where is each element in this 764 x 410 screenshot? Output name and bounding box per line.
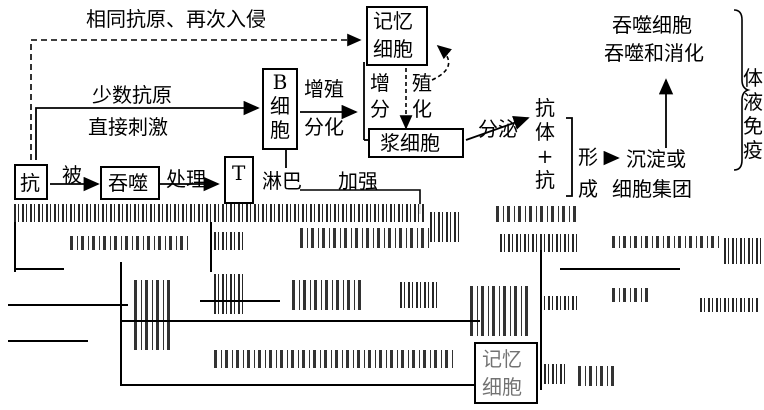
scrambled-line <box>8 340 88 342</box>
label-process: 处理 <box>166 167 206 191</box>
memory-cell-bottom-line1: 记忆 <box>482 347 522 371</box>
scrambled-line <box>14 268 64 270</box>
memory-cell-bottom-line2: 细胞 <box>482 375 522 399</box>
b-cell-box <box>262 68 298 150</box>
noise-band <box>540 296 580 310</box>
humoral-char-2: 液 <box>743 90 763 114</box>
label-direct-stimulus: 直接刺激 <box>88 115 168 139</box>
noise-band <box>292 280 362 310</box>
scrambled-line <box>200 300 280 302</box>
noise-band <box>700 298 760 312</box>
label-phagocytose: 吞噬 <box>108 171 148 195</box>
label-differentiate: 分化 <box>304 115 344 139</box>
noise-band <box>612 236 722 248</box>
scrambled-line <box>560 268 680 270</box>
b-cell-xi: 细 <box>270 94 290 118</box>
reinvade-dashed-arrow <box>30 33 362 160</box>
t-cell-box <box>224 156 254 204</box>
memory-cell-box-top <box>366 6 428 66</box>
label-few-antigen: 少数抗原 <box>92 83 172 107</box>
label-proliferate: 增殖 <box>304 77 344 101</box>
noise-band <box>612 288 652 302</box>
b-cell-label: B 细 胞 <box>262 70 298 142</box>
label-xing: 形 <box>578 145 598 169</box>
plasma-cell-box <box>368 128 464 158</box>
memory-self-loop <box>431 44 452 81</box>
label-secrete: 分泌 <box>478 117 518 141</box>
label-phagocyte: 吞噬细胞 <box>612 13 692 37</box>
humoral-char-4: 疫 <box>743 138 763 162</box>
noise-band <box>134 280 174 350</box>
form-bracket <box>566 117 573 197</box>
humoral-brace <box>733 9 751 171</box>
label-phagocytose-digest: 吞噬和消化 <box>604 41 704 65</box>
label-cheng: 成 <box>578 177 598 201</box>
phagocyte-box <box>100 166 160 200</box>
noise-band <box>300 228 430 248</box>
noise-band <box>214 232 244 250</box>
label-bei: 被 <box>62 163 82 187</box>
label-strengthen: 加强 <box>338 169 378 193</box>
humoral-char-3: 免 <box>743 114 763 138</box>
memory-cell-box-bottom <box>474 342 538 404</box>
noise-band <box>214 274 244 314</box>
scrambled-line <box>120 320 480 322</box>
secrete-arrow <box>465 116 530 141</box>
noise-band <box>500 234 580 252</box>
memory-cell-top-line1: 记忆 <box>373 9 413 33</box>
noise-band <box>430 212 460 242</box>
scrambled-line <box>540 250 542 390</box>
noise-band <box>544 364 566 384</box>
label-same-antigen-reinvade: 相同抗原、再次入侵 <box>86 7 266 31</box>
scrambled-line <box>120 384 480 386</box>
antibody-antigen-group: 抗 体 + 抗 <box>532 96 558 192</box>
label-cell-cluster: 细胞集团 <box>612 177 692 201</box>
label-precipitate: 沉淀或 <box>626 147 686 171</box>
antigen-box-left <box>14 164 48 200</box>
scrambled-line <box>120 262 122 386</box>
label-zeng: 增 <box>370 71 390 95</box>
label-plasma-cell: 浆细胞 <box>380 131 440 155</box>
b-cell-bao: 胞 <box>270 118 290 142</box>
direct-stimulus-arrow <box>35 100 260 160</box>
label-humoral-immunity: 体 液 免 疫 <box>742 66 764 162</box>
label-antigen-left: 抗 <box>20 171 40 195</box>
humoral-char-1: 体 <box>743 66 763 90</box>
label-fen: 分 <box>370 97 390 121</box>
noise-band <box>14 204 424 222</box>
label-zhi: 殖 <box>412 71 432 95</box>
scrambled-line <box>210 222 212 272</box>
noise-band <box>470 286 530 336</box>
noise-band <box>70 236 190 250</box>
label-t-letter: T <box>232 161 246 185</box>
noise-band <box>496 206 576 222</box>
label-lymph: 淋巴 <box>262 169 302 193</box>
label-hua: 化 <box>412 97 432 121</box>
plus-sign: + <box>536 144 554 168</box>
scrambled-line <box>8 304 128 306</box>
b-cell-letter: B <box>272 70 288 94</box>
noise-band <box>578 366 618 386</box>
antibody-char-1: 抗 <box>535 96 555 120</box>
antibody-char-2: 体 <box>535 120 555 144</box>
antigen-char-bottom: 抗 <box>535 168 555 192</box>
noise-band <box>400 282 440 308</box>
noise-band <box>214 350 454 368</box>
noise-band <box>724 238 762 264</box>
memory-cell-top-line2: 细胞 <box>373 37 413 61</box>
scrambled-line <box>14 222 16 272</box>
